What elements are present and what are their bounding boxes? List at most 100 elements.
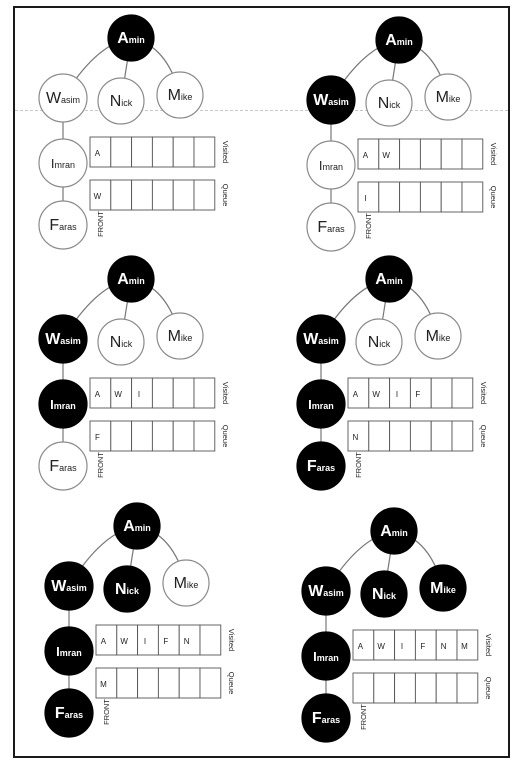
node-circle — [414, 312, 462, 360]
node-circle — [38, 138, 88, 188]
graph-node-W: Wasim — [306, 75, 356, 125]
node-label: Faras — [49, 458, 77, 475]
node-circle — [365, 255, 413, 303]
node-circle — [360, 570, 408, 618]
node-label: Amin — [117, 271, 145, 288]
visited-cell — [131, 377, 153, 409]
node-circle — [38, 200, 88, 250]
node-label: Wasim — [51, 578, 87, 595]
queue-cell — [157, 667, 180, 699]
queue-cell — [440, 181, 463, 213]
node-circle — [301, 631, 351, 681]
graph-node-N: Nick — [103, 565, 151, 613]
graph-node-A: Amin — [113, 502, 161, 550]
visited-cell-value: A — [353, 390, 359, 399]
visited-cell — [352, 629, 375, 661]
visited-cell — [435, 629, 458, 661]
queue-cell — [151, 179, 174, 211]
graph-node-F: Faras — [296, 441, 346, 491]
graph-node-I: Imran — [306, 140, 356, 190]
graph-node-N: Nick — [365, 79, 413, 127]
queue-label: Queue — [489, 186, 498, 209]
visited-label: Visited — [479, 382, 488, 404]
visited-cell-value: N — [184, 637, 190, 646]
node-circle — [424, 73, 472, 121]
visited-cell-value: I — [401, 642, 403, 651]
queue-array: Queue — [352, 672, 493, 704]
node-label: Wasim — [308, 583, 344, 600]
graph-node-W: Wasim — [296, 314, 346, 364]
node-circle — [38, 314, 88, 364]
node-label: Mike — [430, 580, 456, 597]
queue-cell — [131, 179, 153, 211]
figure-frame — [13, 6, 510, 758]
visited-label: Visited — [227, 629, 236, 651]
visited-cell-value: W — [114, 390, 122, 399]
queue-cell — [137, 667, 159, 699]
queue-label: Queue — [221, 425, 230, 448]
visited-cell-value: F — [163, 637, 168, 646]
node-circle — [375, 16, 423, 64]
graph-node-A: Amin — [107, 255, 155, 303]
front-label: FRONT — [354, 452, 363, 478]
visited-cell — [409, 377, 432, 409]
node-circle — [38, 441, 88, 491]
node-label: Amin — [375, 271, 403, 288]
front-label: FRONT — [102, 699, 111, 725]
front-label: FRONT — [359, 704, 368, 730]
visited-cell — [137, 624, 159, 656]
graph-node-A: Amin — [107, 14, 155, 62]
node-label: Mike — [436, 89, 461, 106]
visited-label: Visited — [221, 382, 230, 404]
graph-node-N: Nick — [97, 318, 145, 366]
visited-cell — [151, 136, 174, 168]
graph-node-A: Amin — [370, 507, 418, 555]
visited-cell — [461, 138, 484, 170]
queue-cell — [430, 420, 453, 452]
node-label: Nick — [115, 581, 140, 598]
node-circle — [301, 693, 351, 743]
node-circle — [156, 71, 204, 119]
queue-label: Queue — [484, 677, 493, 700]
node-label: Wasim — [46, 90, 80, 107]
node-label: Imran — [308, 397, 334, 412]
divider-line — [15, 110, 508, 111]
visited-cell — [394, 629, 416, 661]
node-circle — [107, 14, 155, 62]
queue-cell — [435, 672, 458, 704]
queue-cell — [193, 420, 216, 452]
graph-node-F: Faras — [44, 688, 94, 738]
queue-cell — [368, 420, 391, 452]
node-circle — [162, 559, 210, 607]
node-circle — [97, 318, 145, 366]
visited-cell — [414, 629, 437, 661]
node-label: Faras — [307, 458, 335, 475]
node-label: Mike — [168, 328, 193, 345]
queue-label: Queue — [221, 184, 230, 207]
visited-cell — [178, 624, 201, 656]
queue-cell — [131, 420, 153, 452]
queue-cell — [389, 420, 411, 452]
front-label: FRONT — [96, 211, 105, 237]
queue-cell — [172, 420, 195, 452]
graph-node-I: Imran — [301, 631, 351, 681]
visited-cell-value: A — [358, 642, 364, 651]
visited-cell — [456, 629, 479, 661]
node-label: Amin — [117, 30, 145, 47]
visited-cell — [89, 136, 112, 168]
node-label: Nick — [372, 586, 397, 603]
graph-node-I: Imran — [38, 138, 88, 188]
node-label: Nick — [378, 95, 401, 112]
queue-cell — [456, 672, 479, 704]
queue-label: Queue — [479, 425, 488, 448]
visited-label: Visited — [489, 143, 498, 165]
visited-cell-value: A — [101, 637, 107, 646]
node-circle — [107, 255, 155, 303]
queue-cell — [110, 420, 133, 452]
